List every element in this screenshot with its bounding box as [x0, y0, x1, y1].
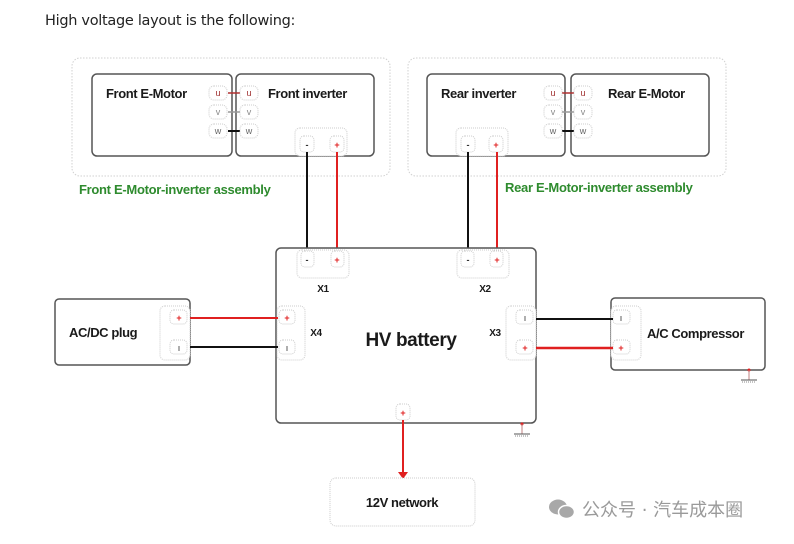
rear-emotor-box: [570, 73, 710, 157]
ac-compressor-label: A/C Compressor: [647, 326, 744, 341]
rear-inverter-pin-v: v: [551, 107, 556, 117]
x3-plus: +: [522, 343, 527, 353]
rear-motor-pin-v: v: [581, 107, 586, 117]
arrow-down-icon: [398, 472, 408, 479]
rear-inverter-pin-u: u: [550, 88, 555, 98]
front-motor-pin-v: v: [216, 107, 221, 117]
battery-12v-pin: [395, 403, 411, 421]
front-inverter-pin-v: v: [247, 107, 252, 117]
ac-compressor-connector: ı +: [610, 305, 642, 361]
rear-phase-pins: u v w u v w: [543, 85, 593, 139]
compressor-plus: +: [618, 343, 623, 353]
rear-inverter-dc-connector: - +: [455, 127, 509, 157]
acdc-plus: +: [176, 313, 181, 323]
front-inverter-label: Front inverter: [268, 86, 347, 101]
acdc-plug-connector: + ı: [159, 305, 191, 361]
intro-text: High voltage layout is the following:: [45, 13, 296, 29]
front-inverter-pin-w: w: [245, 126, 253, 136]
watermark: 公众号 · 汽车成本圈: [548, 496, 743, 522]
front-inverter-dc-connector: - +: [294, 127, 348, 157]
compressor-neutral: ı: [620, 313, 623, 323]
x2-label: X2: [479, 284, 491, 295]
rear-inverter-plus: +: [493, 140, 498, 150]
rear-inverter-minus: -: [467, 140, 470, 150]
hv-battery-label: HV battery: [365, 330, 457, 351]
wechat-icon: [548, 498, 576, 520]
x2-plus: +: [494, 255, 499, 265]
front-emotor-label: Front E-Motor: [106, 86, 187, 101]
front-assembly-label: Front E-Motor-inverter assembly: [79, 182, 272, 197]
connector-x4: + ı X4: [276, 305, 323, 361]
network-12v-label: 12V network: [366, 495, 439, 510]
connector-x2: - + X2: [456, 249, 510, 295]
front-emotor-box: [91, 73, 233, 157]
front-assembly-container: [71, 57, 391, 177]
x1-plus: +: [334, 255, 339, 265]
x3-label: X3: [489, 328, 501, 339]
network-12v-box: [329, 477, 476, 527]
front-inverter-minus: -: [306, 140, 309, 150]
front-motor-pin-w: w: [214, 126, 222, 136]
rear-emotor-label: Rear E-Motor: [608, 86, 685, 101]
x2-minus: -: [467, 255, 470, 265]
acdc-neutral: ı: [178, 343, 181, 353]
rear-inverter-pin-w: w: [549, 126, 557, 136]
x4-label: X4: [310, 328, 322, 339]
rear-motor-pin-u: u: [580, 88, 585, 98]
x1-label: X1: [317, 284, 329, 295]
rear-inverter-label: Rear inverter: [441, 86, 516, 101]
battery-ground-icon: [514, 422, 530, 437]
x3-neutral: ı: [524, 313, 527, 323]
battery-12v-plus: +: [400, 408, 405, 418]
watermark-text: 公众号 · 汽车成本圈: [582, 500, 744, 521]
x4-plus: +: [284, 313, 289, 323]
rear-assembly-container: [407, 57, 727, 177]
acdc-plug-label: AC/DC plug: [69, 325, 138, 340]
connector-x3: ı + X3: [489, 305, 537, 361]
compressor-ground-icon: [741, 368, 757, 383]
connector-x1: - + X1: [296, 249, 350, 295]
front-motor-pin-u: u: [215, 88, 220, 98]
x4-neutral: ı: [286, 343, 289, 353]
front-inverter-plus: +: [334, 140, 339, 150]
rear-motor-pin-w: w: [579, 126, 587, 136]
x1-minus: -: [306, 255, 309, 265]
front-phase-pins: u v w u v w: [208, 85, 259, 139]
front-inverter-pin-u: u: [246, 88, 251, 98]
rear-assembly-label: Rear E-Motor-inverter assembly: [505, 180, 694, 195]
